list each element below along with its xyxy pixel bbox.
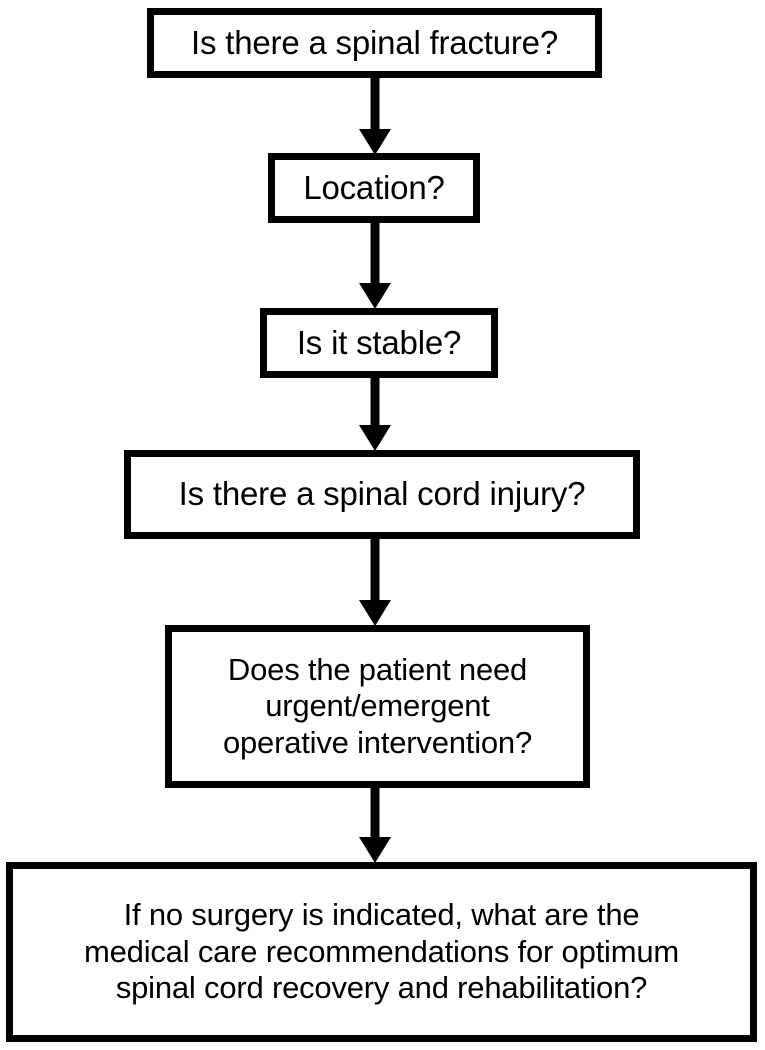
flowchart-node-urgent-operative-intervention-question: Does the patient need urgent/emergent op…: [165, 625, 590, 788]
arrow-head-icon: [359, 129, 391, 155]
arrow-head-icon: [359, 425, 391, 451]
node-label: Is it stable?: [296, 323, 462, 361]
arrow-shaft: [370, 223, 380, 283]
flow-arrow-down-5: [343, 788, 407, 863]
flow-arrow-down-1: [343, 78, 407, 155]
node-label: If no surgery is indicated, what are the…: [83, 897, 680, 1006]
flow-arrow-down-2: [343, 223, 407, 309]
node-label: Location?: [303, 168, 445, 206]
flowchart-node-spinal-fracture-question: Is there a spinal fracture?: [147, 8, 602, 78]
flow-arrow-down-4: [343, 539, 407, 626]
arrow-shaft: [370, 539, 380, 600]
arrow-head-icon: [359, 283, 391, 309]
arrow-head-icon: [359, 837, 391, 863]
flowchart-node-spinal-cord-injury-question: Is there a spinal cord injury?: [124, 450, 640, 539]
node-label: Is there a spinal fracture?: [191, 23, 558, 61]
node-label: Is there a spinal cord injury?: [178, 475, 586, 513]
arrow-shaft: [370, 78, 380, 129]
arrow-head-icon: [359, 600, 391, 626]
flowchart-node-medical-care-recommendations-question: If no surgery is indicated, what are the…: [6, 862, 757, 1042]
arrow-shaft: [370, 378, 380, 425]
flowchart-node-location-question: Location?: [268, 153, 480, 223]
node-label: Does the patient need urgent/emergent op…: [222, 651, 533, 760]
arrow-shaft: [370, 788, 380, 837]
flow-arrow-down-3: [343, 378, 407, 451]
flowchart-node-stability-question: Is it stable?: [260, 308, 498, 378]
